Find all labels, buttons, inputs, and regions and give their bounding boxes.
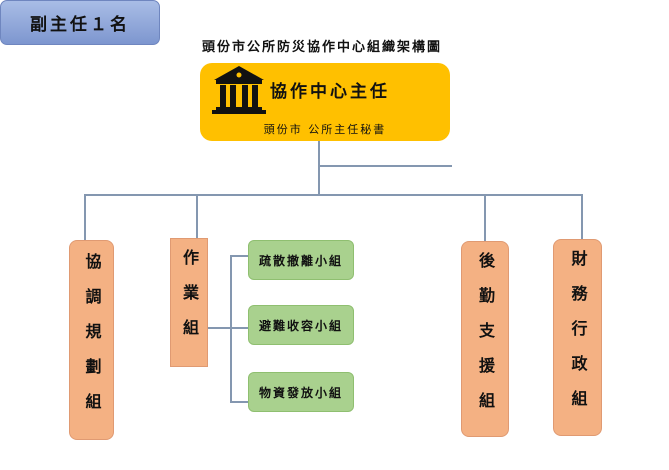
connector — [196, 194, 198, 238]
chart-title: 頭份市公所防災協作中心組織架構圖 — [201, 40, 442, 55]
group-operations: 作業組 — [170, 238, 208, 367]
connector — [230, 401, 248, 403]
subgroup-evacuation: 疏散撤離小組 — [248, 240, 354, 280]
connector — [318, 141, 320, 196]
subgroup-shelter: 避難收容小組 — [248, 305, 354, 345]
group-logistics: 後勤支援組 — [461, 241, 509, 437]
connector — [230, 255, 248, 257]
connector — [581, 194, 583, 239]
connector — [319, 165, 452, 167]
connector — [84, 194, 86, 240]
director-title: 協作中心主任 — [270, 82, 390, 102]
group-coordination-planning: 協調規劃組 — [69, 240, 114, 440]
group-label: 後勤支援組 — [476, 251, 495, 427]
connector — [207, 327, 248, 329]
connector — [84, 194, 583, 196]
group-label: 作業組 — [180, 249, 199, 354]
connector — [484, 194, 486, 241]
director-subtitle: 頭份市 公所主任秘書 — [263, 123, 387, 136]
group-label: 財務行政組 — [568, 250, 588, 425]
deputy-box: 副主任１名 — [0, 0, 160, 45]
group-label: 協調規劃組 — [82, 252, 102, 428]
director-box: 協作中心主任 頭份市 公所主任秘書 — [200, 63, 450, 141]
group-finance-admin: 財務行政組 — [553, 239, 602, 436]
building-icon — [212, 66, 266, 114]
subgroup-supplies: 物資發放小組 — [248, 372, 354, 412]
connector — [230, 255, 232, 403]
